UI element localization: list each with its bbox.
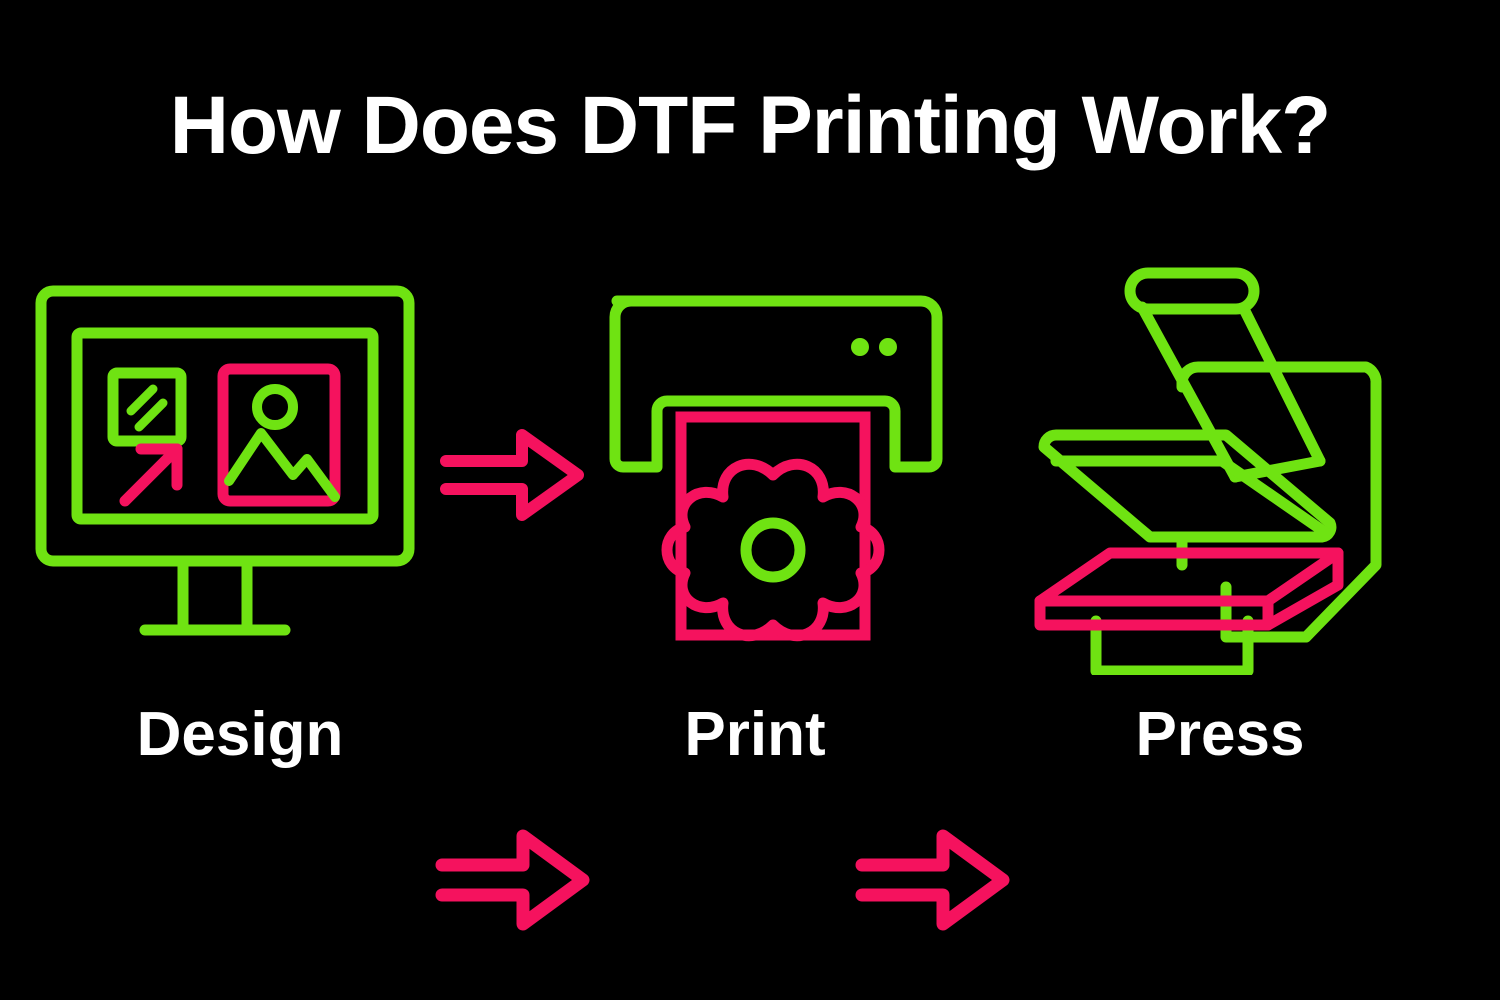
- arrow-bottom-right-icon: [855, 829, 1010, 931]
- press-upper-platen-top: [1038, 429, 1337, 543]
- monitor-screen: [71, 327, 379, 525]
- design-cursor-arrow-icon: [119, 443, 183, 507]
- page-title: How Does DTF Printing Work?: [169, 80, 1331, 171]
- printed-flower-center-icon: [740, 517, 806, 583]
- design-photo-sun-icon: [252, 384, 298, 430]
- step-label-press: Press: [1135, 700, 1305, 769]
- step-label-design: Design: [136, 700, 344, 769]
- press-lower-platen: [1034, 547, 1344, 631]
- press-base: [1090, 615, 1254, 675]
- printer-status-dot-1: [851, 338, 869, 356]
- design-photo-frame: [217, 363, 341, 507]
- monitor-outer-frame: [35, 285, 415, 567]
- printer-body: [609, 295, 943, 473]
- design-thumbnail-square: [107, 367, 187, 447]
- press-upper-platen-edge: [1050, 455, 1332, 539]
- design-thumbnail-line-2: [134, 398, 168, 432]
- printer-icon: [609, 295, 943, 642]
- design-photo-mountains-icon: [224, 428, 340, 502]
- heat-press-icon: [1034, 267, 1382, 675]
- arrow-bottom-left-icon: [435, 829, 590, 931]
- printed-flower-petals-icon: [661, 458, 885, 642]
- step-label-print: Print: [684, 700, 826, 769]
- printer-status-dot-2: [879, 338, 897, 356]
- press-arm-edge-left: [1136, 301, 1241, 483]
- press-arm-edge-right: [1238, 303, 1326, 467]
- monitor-design-icon: [35, 285, 415, 636]
- press-handle: [1124, 267, 1260, 315]
- arrow-design-to-print-icon: [440, 429, 584, 521]
- design-thumbnail-line-1: [126, 384, 158, 416]
- press-column: [1176, 361, 1382, 643]
